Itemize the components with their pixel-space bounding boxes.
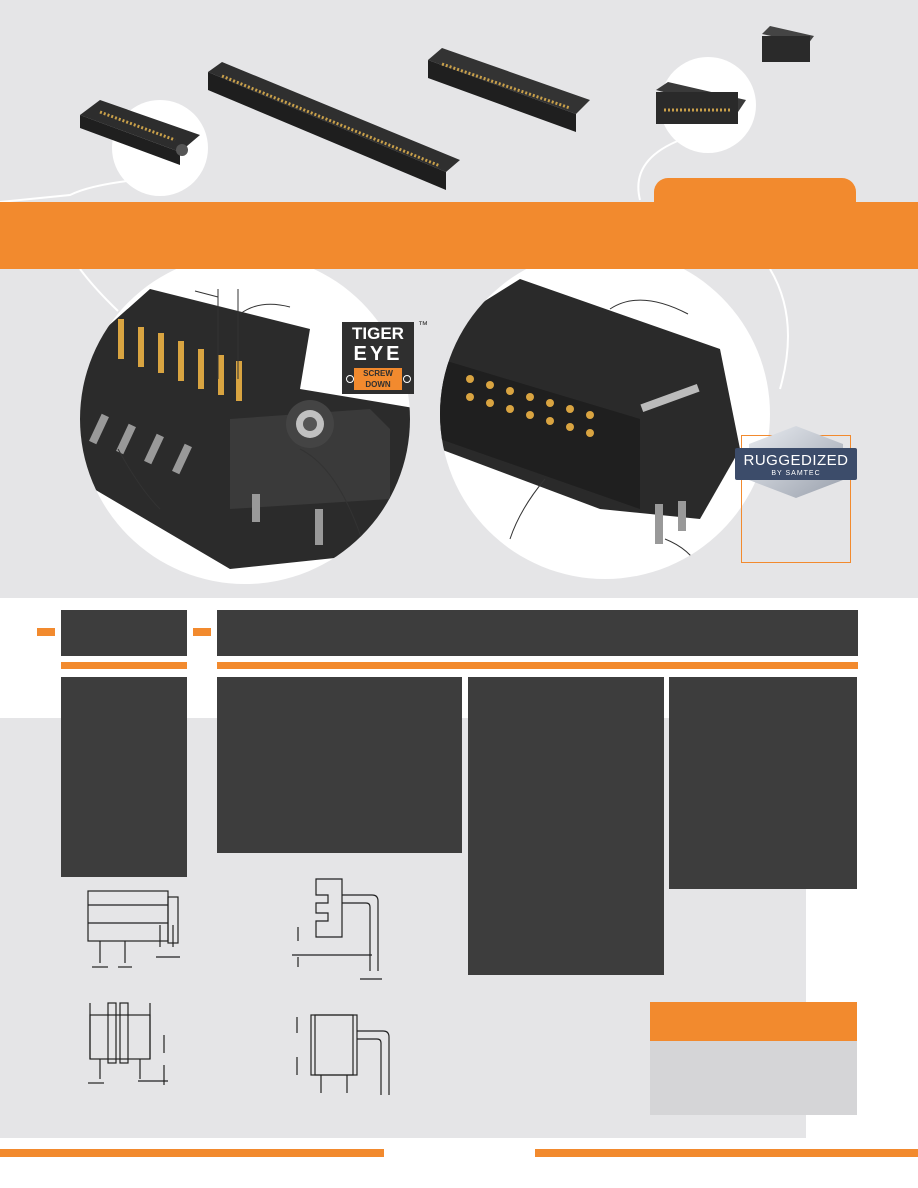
info-box-body (650, 1041, 857, 1115)
ruggedized-shield-icon: RUGGEDIZED BY SAMTEC (733, 424, 859, 499)
section-marker-right (193, 628, 211, 636)
footer-rule-left (0, 1149, 384, 1157)
footer-rule-right (535, 1149, 918, 1157)
title-band (0, 202, 918, 269)
specs-header (61, 610, 187, 656)
tiger-eye-subtitle: EYE (353, 343, 403, 365)
tiger-eye-title: TIGER (352, 324, 404, 343)
trademark-symbol: ™ (418, 320, 428, 331)
tiger-eye-down: DOWN (365, 380, 391, 389)
drawing-side-2 (296, 1014, 390, 1095)
tiger-eye-logo-icon: TIGER EYE SCREW DOWN (342, 322, 414, 394)
specs-panel (61, 677, 187, 877)
connector-tiny-photo (762, 26, 814, 62)
part-number-header-rule (217, 662, 858, 669)
drawing-front-1 (87, 890, 180, 968)
section-marker-left (37, 628, 55, 636)
by-samtec-label: BY SAMTEC (771, 470, 821, 477)
specs-header-rule (61, 662, 187, 669)
info-box-header (650, 1002, 857, 1041)
detail-views (79, 269, 789, 584)
part-number-panel-3 (669, 677, 857, 889)
product-photos-row (0, 26, 814, 202)
connector-right-photo (656, 82, 746, 124)
drawing-front-2 (88, 1002, 168, 1085)
drawing-side-1 (292, 878, 382, 980)
ruggedized-label: RUGGEDIZED (743, 452, 849, 469)
connector-long-photo (208, 62, 460, 190)
part-number-header (217, 610, 858, 656)
part-number-panel-1 (217, 677, 462, 853)
connector-medium-photo (428, 48, 590, 132)
connector-left-photo (80, 100, 200, 165)
tiger-eye-screw: SCREW (363, 369, 393, 378)
part-number-panel-2 (468, 677, 664, 975)
